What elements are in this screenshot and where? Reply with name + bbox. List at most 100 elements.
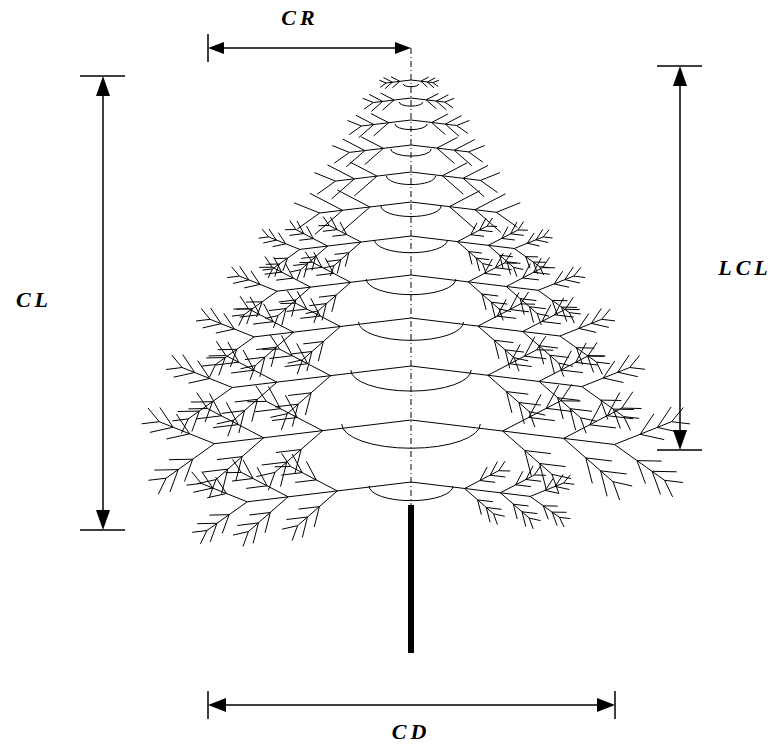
branch (275, 466, 291, 467)
branch (513, 504, 528, 506)
branch (213, 425, 238, 428)
branch (232, 479, 253, 482)
branch (471, 223, 477, 235)
branch (622, 408, 642, 409)
branch (363, 98, 374, 102)
branch (312, 262, 350, 282)
branch (296, 303, 341, 326)
branch (618, 355, 630, 372)
branch (265, 256, 272, 267)
branch (506, 287, 537, 314)
branch (518, 230, 528, 231)
branch (361, 137, 383, 148)
branch (480, 218, 486, 230)
branch (263, 269, 273, 270)
branch (233, 280, 249, 284)
branch (332, 295, 336, 312)
branch (187, 483, 202, 485)
branch (334, 242, 361, 266)
branch (307, 352, 312, 372)
branch (469, 252, 482, 254)
branch (529, 518, 533, 529)
branch (458, 226, 488, 241)
branch (266, 401, 322, 430)
branch (486, 508, 490, 523)
branch (330, 217, 337, 230)
branch (154, 469, 178, 471)
branch (521, 303, 535, 304)
branch (287, 376, 330, 414)
branch (193, 488, 212, 492)
branch (210, 523, 217, 542)
branch (511, 234, 524, 236)
branch (305, 393, 311, 415)
branch (526, 466, 533, 480)
branch (176, 414, 189, 434)
branch (587, 355, 605, 356)
branch (148, 478, 166, 480)
branch (503, 401, 561, 431)
branch (203, 469, 228, 472)
branch (356, 115, 374, 124)
branch (442, 163, 467, 176)
branch (249, 309, 294, 332)
branch (327, 260, 341, 262)
branch (342, 207, 370, 231)
branch (297, 343, 308, 363)
branch (454, 140, 475, 151)
branch (332, 235, 346, 237)
branch (244, 291, 277, 315)
branch (540, 464, 566, 467)
branch (325, 258, 333, 273)
branch (421, 77, 429, 81)
branch (552, 512, 566, 513)
branch (323, 217, 329, 226)
branch (374, 123, 389, 136)
branch (192, 531, 207, 533)
branch (540, 464, 547, 489)
arrow-head (673, 66, 687, 86)
branch (552, 300, 567, 301)
branch (311, 298, 321, 316)
branch (465, 489, 494, 514)
branch (490, 475, 505, 477)
branch (337, 260, 341, 274)
branch (226, 472, 242, 473)
branch (268, 472, 275, 490)
branch (565, 280, 580, 283)
branch (637, 461, 646, 484)
branch (607, 393, 619, 416)
branch (334, 152, 349, 163)
branch (290, 270, 301, 272)
branch (207, 409, 263, 438)
branch (340, 222, 347, 235)
branch (539, 381, 580, 417)
branch (559, 517, 564, 527)
arrow-head (96, 76, 110, 96)
branch (248, 497, 288, 532)
branch (543, 267, 555, 268)
branch (232, 366, 411, 388)
branch (411, 420, 615, 445)
branch (411, 318, 560, 336)
branch (216, 362, 239, 365)
branch (337, 190, 370, 207)
branch (226, 356, 277, 383)
branch (290, 234, 304, 236)
branch (529, 307, 545, 309)
branch (534, 466, 540, 476)
arrow-head (208, 42, 224, 54)
branch (270, 335, 280, 349)
branch (206, 357, 225, 358)
branch (543, 257, 550, 267)
branch (172, 355, 182, 368)
branch (237, 523, 258, 526)
branch (546, 385, 558, 408)
branch (292, 454, 302, 473)
branch (487, 226, 497, 227)
branch (274, 257, 282, 272)
branch (305, 267, 322, 269)
branch (142, 422, 160, 424)
branch (318, 342, 323, 362)
branch (247, 482, 411, 502)
